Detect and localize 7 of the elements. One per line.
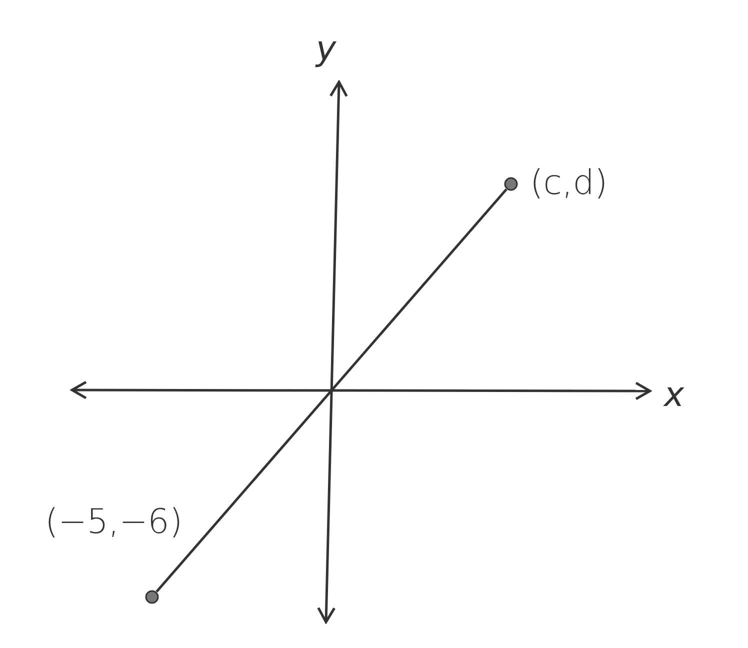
point-dot: [145, 590, 159, 604]
axis-label: x: [664, 378, 684, 412]
point-dot: [504, 177, 518, 191]
axis-label: y: [316, 32, 336, 66]
point-label: (c,d): [530, 166, 608, 200]
point-label: (−5,−6): [45, 505, 183, 539]
line-segment: [156, 188, 508, 593]
